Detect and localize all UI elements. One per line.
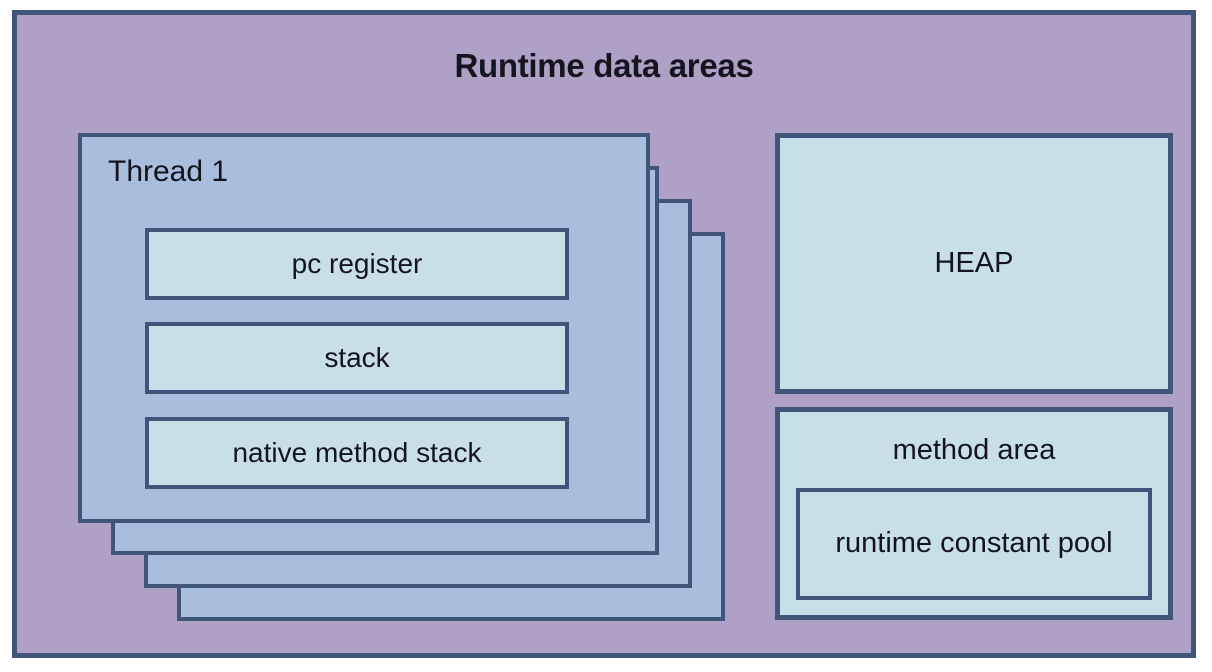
stack-box: stack	[145, 322, 569, 394]
thread-card-front: Thread 1 pc register stack native method…	[78, 133, 650, 523]
page-title: Runtime data areas	[454, 47, 754, 84]
pc-register-box: pc register	[145, 228, 569, 300]
runtime-constant-pool-box: runtime constant pool	[796, 488, 1152, 600]
thread-label: Thread 1	[108, 155, 229, 188]
native-method-stack-box: native method stack	[145, 417, 569, 489]
heap-box: HEAP	[775, 133, 1173, 394]
thread-card-stack: Thread 1 pc register stack native method…	[78, 133, 778, 633]
runtime-data-areas-container: Runtime data areas Thread 1 pc register …	[12, 10, 1196, 658]
method-area-box: method area runtime constant pool	[775, 407, 1173, 620]
method-area-label: method area	[892, 434, 1056, 466]
